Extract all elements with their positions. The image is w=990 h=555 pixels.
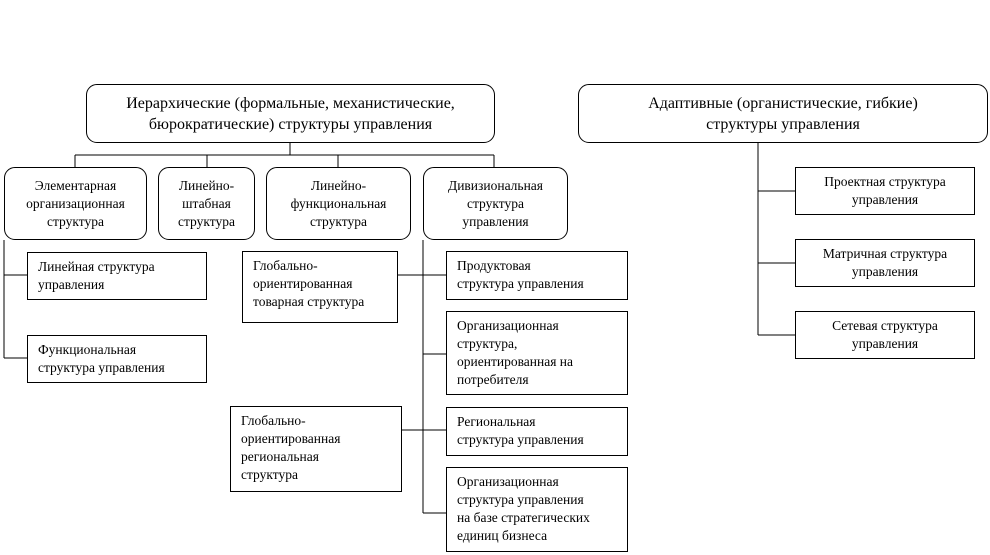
product-structure-node: Продуктовая структура управления (446, 251, 628, 300)
matrix-structure-node: Матричная структура управления (795, 239, 975, 287)
project-structure-node: Проектная структура управления (795, 167, 975, 215)
elementary-structure-node: Элементарная организационная структура (4, 167, 147, 240)
global-product-structure-node: Глобально- ориентированная товарная стру… (242, 251, 398, 323)
hierarchical-structures-header: Иерархические (формальные, механистическ… (86, 84, 495, 143)
divisional-structure-node: Дивизиональная структура управления (423, 167, 568, 240)
line-staff-structure-node: Линейно- штабная структура (158, 167, 255, 240)
global-regional-structure-node: Глобально- ориентированная региональная … (230, 406, 402, 492)
line-functional-structure-node: Линейно- функциональная структура (266, 167, 411, 240)
sbu-structure-node: Организационная структура управления на … (446, 467, 628, 552)
customer-oriented-structure-node: Организационная структура, ориентированн… (446, 311, 628, 395)
linear-structure-node: Линейная структура управления (27, 252, 207, 300)
regional-structure-node: Региональная структура управления (446, 407, 628, 456)
adaptive-structures-header: Адаптивные (органистические, гибкие) стр… (578, 84, 988, 143)
functional-structure-node: Функциональная структура управления (27, 335, 207, 383)
network-structure-node: Сетевая структура управления (795, 311, 975, 359)
